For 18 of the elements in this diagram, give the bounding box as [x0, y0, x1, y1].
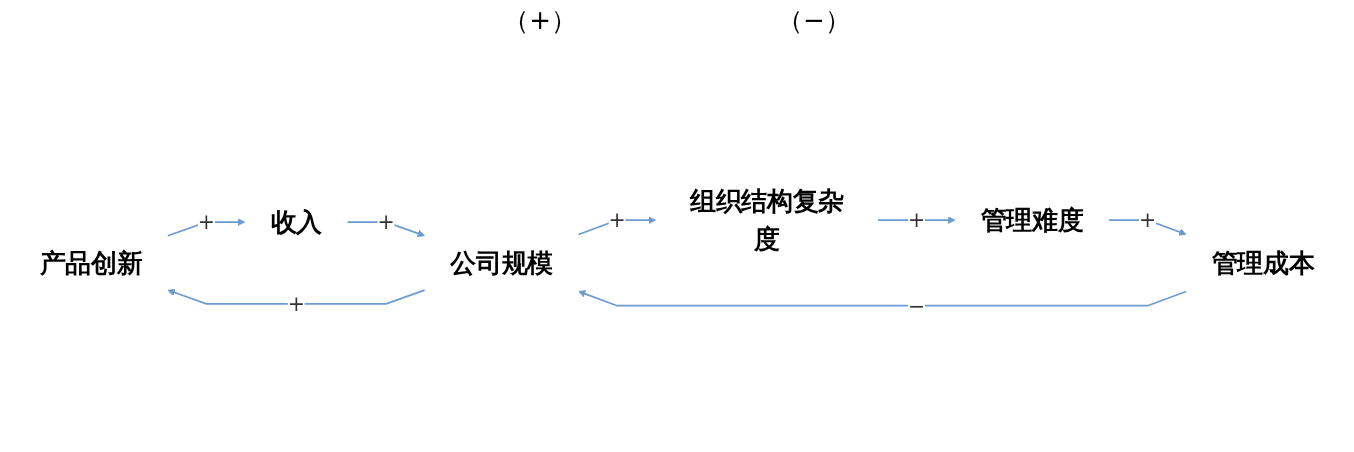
- node-text: 组织结构复杂度: [689, 185, 844, 255]
- node-text: 产品创新: [39, 247, 143, 278]
- edge-label: +: [197, 210, 215, 235]
- loop-polarity-label: （−）: [777, 3, 851, 37]
- edge-label: −: [907, 293, 926, 318]
- edge-label: +: [1139, 208, 1157, 233]
- node-text: 管理难度: [980, 205, 1084, 236]
- arrow: [167, 288, 426, 305]
- loop-polarity-label: （+）: [503, 3, 577, 37]
- causal-loop-diagram: + + + + + + − 产品创新 收入 公司规模 组织结构复杂度 管理难度 管理成本: [7, 162, 1347, 328]
- node-text: 收入: [270, 207, 322, 238]
- node-text: 管理成本: [1211, 247, 1315, 278]
- edge-label: +: [608, 208, 626, 233]
- arrow: [578, 290, 1188, 307]
- node-text: 公司规模: [450, 247, 553, 278]
- edge-label: +: [287, 291, 305, 316]
- edge-label: +: [907, 208, 926, 233]
- edge-label: +: [377, 210, 395, 235]
